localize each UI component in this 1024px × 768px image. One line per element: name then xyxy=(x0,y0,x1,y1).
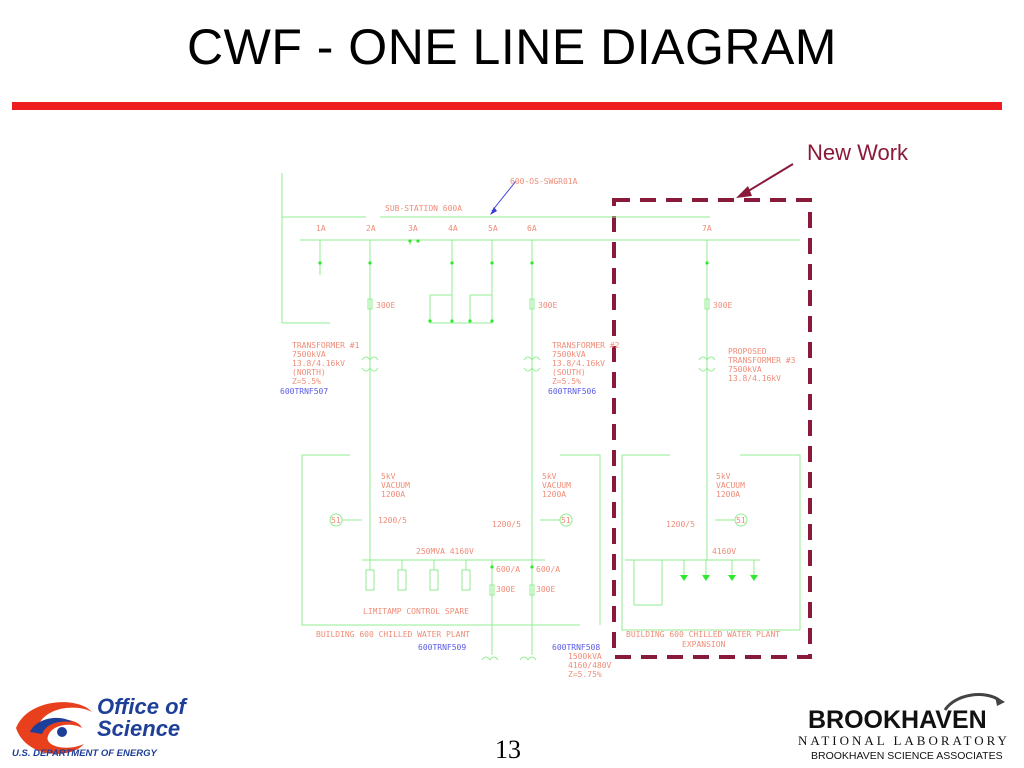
transformer4-line3: Z=5.75% xyxy=(568,670,602,679)
fuse-300e-2: 300E xyxy=(536,585,555,594)
fuse-label-1: 300E xyxy=(376,301,395,310)
building-existing-label: BUILDING 600 CHILLED WATER PLANT xyxy=(316,630,470,639)
relay3-label: 51 xyxy=(736,516,746,525)
loads-label: LIMITAMP CONTROL SPARE xyxy=(363,607,469,616)
national-laboratory-text: NATIONAL LABORATORY xyxy=(798,733,1010,748)
transformer2-ref: 600TRNF506 xyxy=(548,387,596,396)
vacuum3-line1: 5kV xyxy=(716,472,731,481)
one-line-svg: 600-OS-SWGR01A SUB-STATION 600A 1A 2A 3A… xyxy=(280,173,801,679)
transformer3-line4: 13.8/4.16kV xyxy=(728,374,781,383)
building-new-line2: EXPANSION xyxy=(682,640,726,649)
vacuum1-line1: 5kV xyxy=(381,472,396,481)
title-underline xyxy=(12,102,1002,110)
switchgear-ref-label: 600-OS-SWGR01A xyxy=(510,177,578,186)
brookhaven-name: BROOKHAVEN xyxy=(808,706,987,734)
transformer1-line2: 7500kVA xyxy=(292,350,326,359)
fuse-600a-2: 600/A xyxy=(536,565,560,574)
transformer2-line2: 7500kVA xyxy=(552,350,586,359)
bay-label-6a: 6A xyxy=(527,224,537,233)
transformer2-line5: Z=5.5% xyxy=(552,377,581,386)
substation-label: SUB-STATION 600A xyxy=(385,204,462,213)
ref-600trnf508: 600TRNF508 xyxy=(552,643,600,652)
brookhaven-logo xyxy=(943,693,1005,711)
new-work-box xyxy=(612,198,812,659)
doe-department-text: U.S. DEPARTMENT OF ENERGY xyxy=(12,748,157,759)
bnl-arc-icon xyxy=(943,693,1000,711)
transformer3-line1: PROPOSED xyxy=(728,347,767,356)
relay1-label: 51 xyxy=(331,516,341,525)
transformer1-line5: Z=5.5% xyxy=(292,377,321,386)
page-number: 13 xyxy=(495,735,521,764)
fuse-300e-1: 300E xyxy=(496,585,515,594)
vacuum1-line3: 1200A xyxy=(381,490,405,499)
slide-title: CWF - ONE LINE DIAGRAM xyxy=(187,19,837,75)
main-bus-label: 250MVA 4160V xyxy=(416,547,474,556)
transformer3-line2: TRANSFORMER #3 xyxy=(728,356,796,365)
transformer1-line3: 13.8/4.16kV xyxy=(292,359,345,368)
transformer2-line4: (SOUTH) xyxy=(552,368,586,377)
transformer1-ref: 600TRNF507 xyxy=(280,387,328,396)
building-new-line1: BUILDING 600 CHILLED WATER PLANT xyxy=(626,630,780,639)
fuse-label-2: 300E xyxy=(538,301,557,310)
transformer1-line1: TRANSFORMER #1 xyxy=(292,341,360,350)
vacuum2-line3: 1200A xyxy=(542,490,566,499)
brookhaven-science-associates-text: BROOKHAVEN SCIENCE ASSOCIATES xyxy=(811,750,1003,762)
doe-science-line: Science xyxy=(97,716,181,741)
vacuum1-line2: VACUUM xyxy=(381,481,410,490)
ref-600trnf509: 600TRNF509 xyxy=(418,643,466,652)
bay-label-5a: 5A xyxy=(488,224,498,233)
relay2-label: 51 xyxy=(561,516,571,525)
fuse-600a-1: 600/A xyxy=(496,565,520,574)
vacuum2-line2: VACUUM xyxy=(542,481,571,490)
ct2-label: 1200/5 xyxy=(492,520,521,529)
new-work-label: New Work xyxy=(807,140,909,165)
vacuum3-line3: 1200A xyxy=(716,490,740,499)
doe-office-line: Office of xyxy=(97,694,186,719)
transformer4-line1: 1500kVA xyxy=(568,652,602,661)
transformer3-line3: 7500kVA xyxy=(728,365,762,374)
ct3-label: 1200/5 xyxy=(666,520,695,529)
vacuum3-line2: VACUUM xyxy=(716,481,745,490)
bay-label-4a: 4A xyxy=(448,224,458,233)
transformer2-line3: 13.8/4.16kV xyxy=(552,359,605,368)
bay-label-3a: 3A xyxy=(408,224,418,233)
vacuum2-line1: 5kV xyxy=(542,472,557,481)
new-bus-label: 4160V xyxy=(712,547,736,556)
fuse-label-3: 300E xyxy=(713,301,732,310)
bay-label-7a: 7A xyxy=(702,224,712,233)
new-work-arrowhead xyxy=(736,186,752,198)
doe-office-text: Office of Science xyxy=(97,696,186,740)
transformer1-line4: (NORTH) xyxy=(292,368,326,377)
doe-office-of-science-logo xyxy=(16,702,92,754)
bay-label-2a: 2A xyxy=(366,224,376,233)
ct1-label: 1200/5 xyxy=(378,516,407,525)
bay-label-1a: 1A xyxy=(316,224,326,233)
transformer2-line1: TRANSFORMER #2 xyxy=(552,341,620,350)
transformer4-line2: 4160/480V xyxy=(568,661,612,670)
doe-swirl-icon xyxy=(16,702,92,754)
one-line-diagram: 600-OS-SWGR01A SUB-STATION 600A 1A 2A 3A… xyxy=(270,165,830,690)
